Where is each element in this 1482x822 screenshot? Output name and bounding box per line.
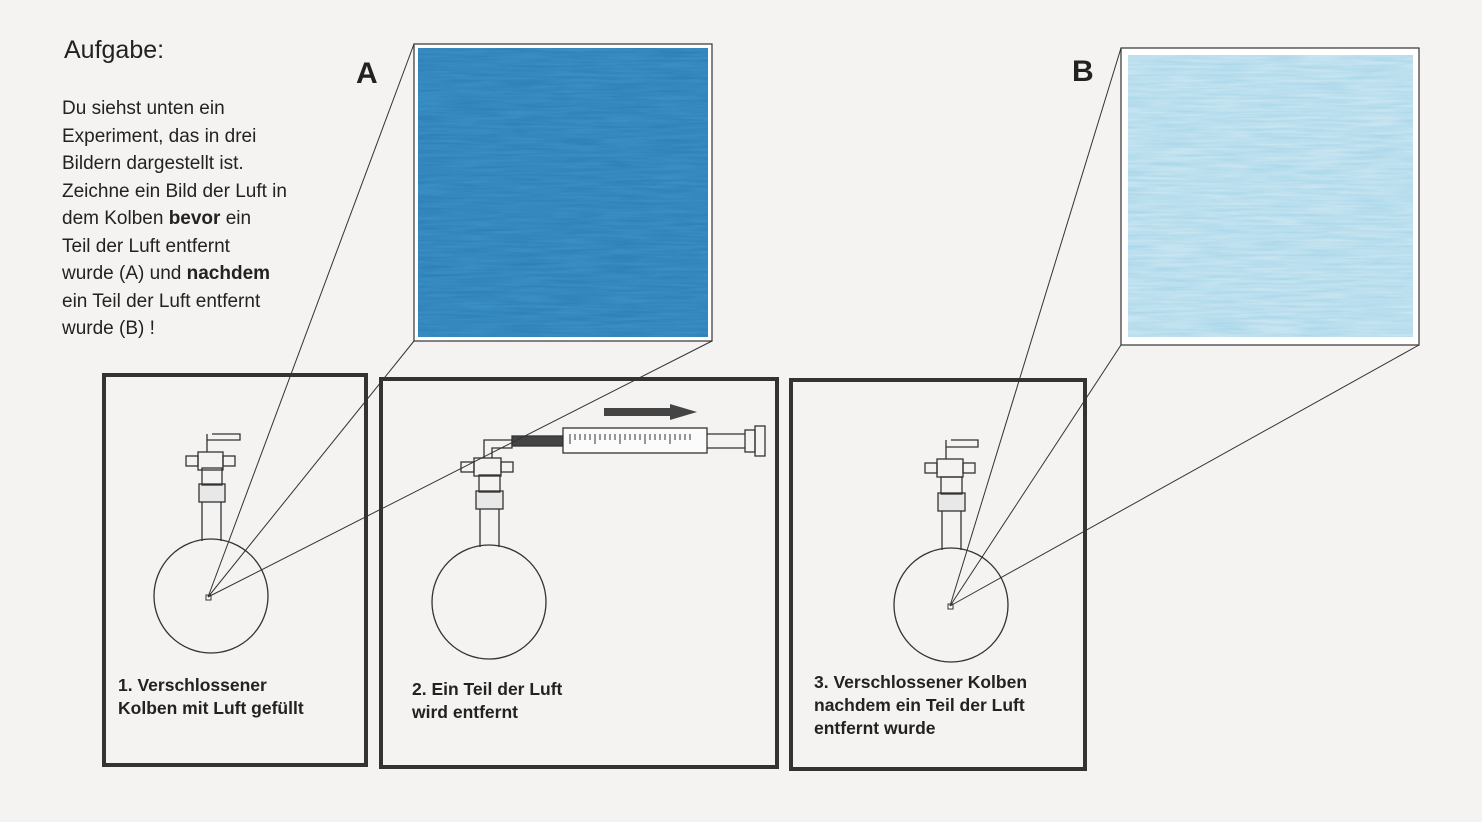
task-text-bevor: bevor <box>168 208 221 229</box>
task-title: Aufgabe: <box>64 36 165 64</box>
panel-2-caption: 2. Ein Teil der Luft wird entfernt <box>412 679 563 722</box>
zoom-label-a: A <box>356 57 378 90</box>
task-text-part-1: Du siehst unten ein Experiment, das in d… <box>62 98 287 229</box>
crayon-texture-b <box>1128 55 1413 337</box>
panel-3-frame <box>789 378 1087 771</box>
flask-2 <box>431 439 547 660</box>
flask-1 <box>153 433 269 654</box>
zoom-label-b: B <box>1072 55 1094 88</box>
panel-1-caption: 1. Verschlossener Kolben mit Luft gefüll… <box>118 675 304 718</box>
pull-arrow <box>604 404 697 420</box>
task-text-part-2: ein Teil der Luft entfernt wurde (A) und <box>62 208 252 284</box>
panel-3-caption: 3. Verschlossener Kolben nachdem ein Tei… <box>814 672 1028 738</box>
crayon-texture-a <box>418 48 708 337</box>
task-text-nachdem: nachdem <box>186 263 271 284</box>
zoom-lines-a <box>207 43 713 598</box>
syringe <box>511 425 766 457</box>
task-text-part-3: ein Teil der Luft entfernt wurde (B) ! <box>62 290 261 340</box>
task-instructions: Du siehst unten ein Experiment, das in d… <box>62 95 362 343</box>
zoom-lines-b <box>949 47 1420 607</box>
panel-1-frame <box>102 373 368 767</box>
panel-2-frame <box>379 377 779 769</box>
flask-3 <box>893 439 1009 663</box>
